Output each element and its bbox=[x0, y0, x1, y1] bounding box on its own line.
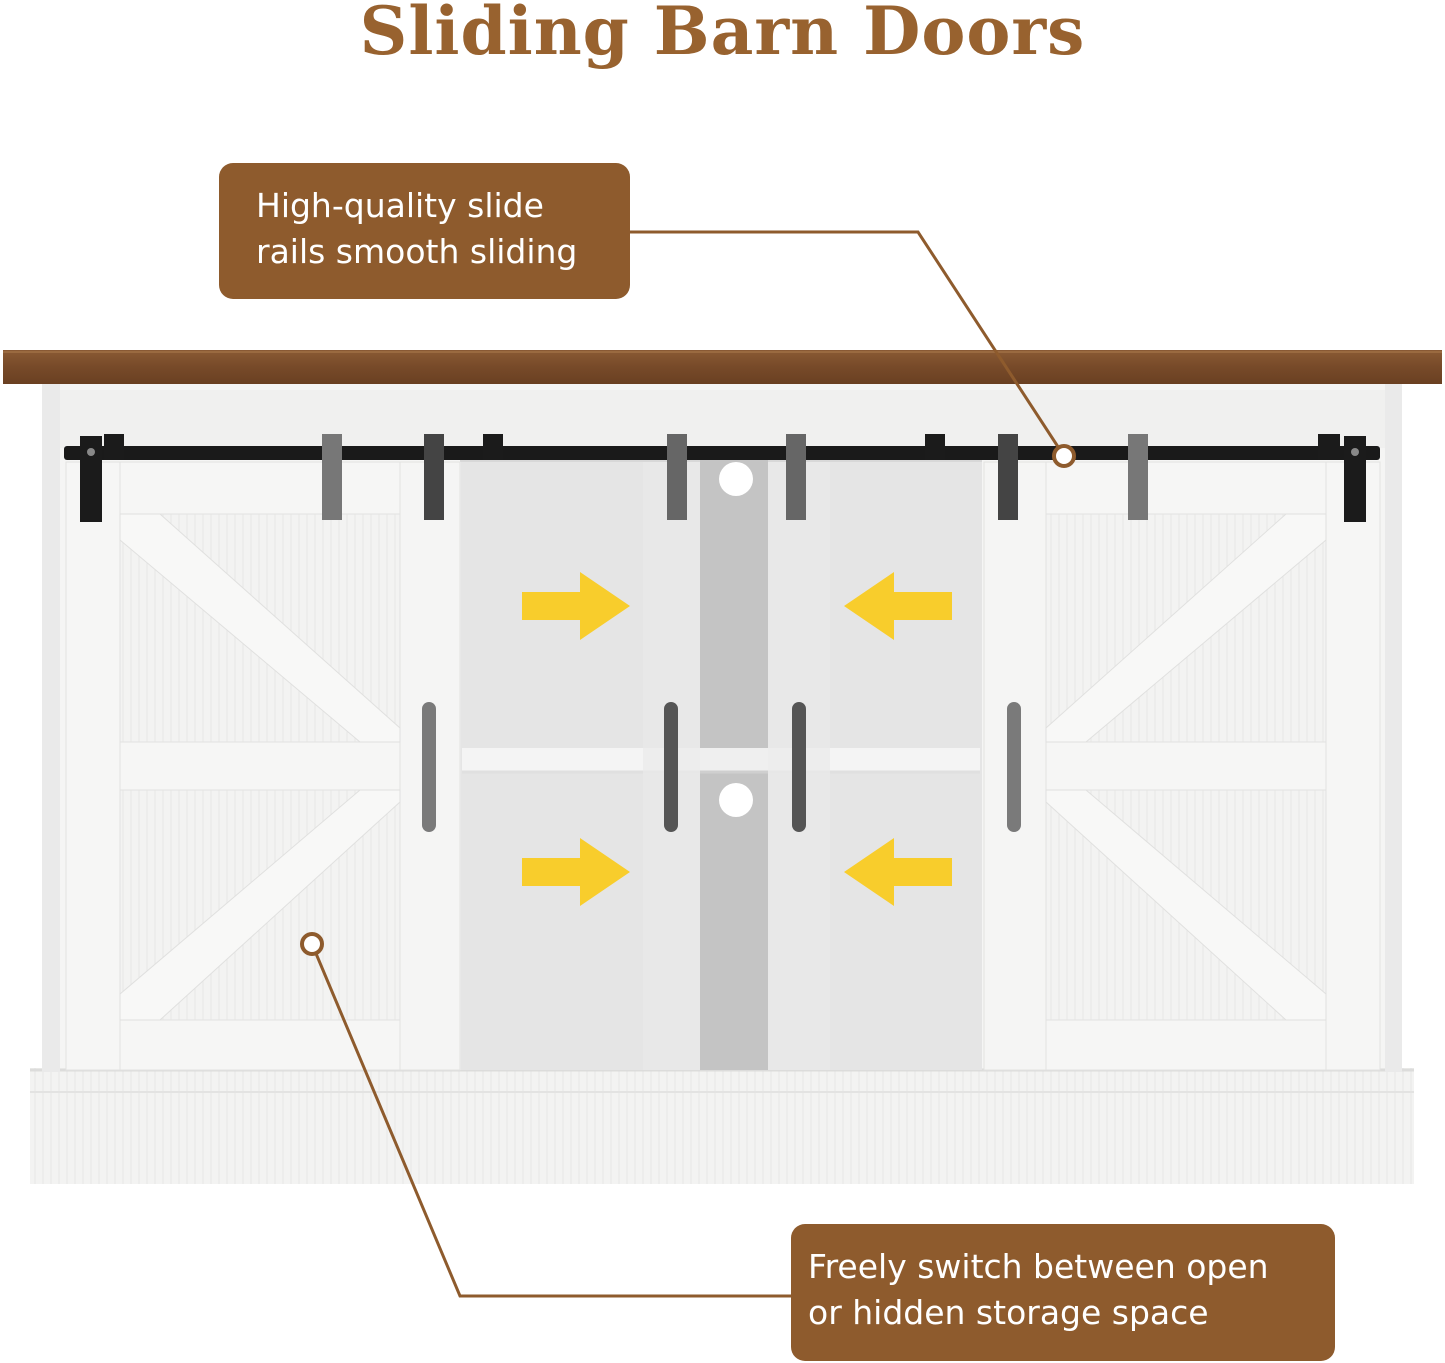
right-barn-door bbox=[983, 461, 1381, 1071]
page-title: Sliding Barn Doors bbox=[359, 0, 1086, 70]
pointer-dot-icon bbox=[1052, 444, 1076, 468]
callout-bottom-line2: or hidden storage space bbox=[808, 1293, 1209, 1332]
left-barn-door bbox=[65, 461, 461, 1071]
callout-bottom-line1: Freely switch between open bbox=[808, 1247, 1269, 1286]
slide-rail-icon bbox=[64, 434, 1380, 522]
cabinet-base bbox=[30, 1068, 1414, 1184]
leader-line-top bbox=[630, 230, 1066, 457]
wood-top bbox=[3, 350, 1442, 384]
callout-top-line1: High-quality slide bbox=[256, 186, 544, 225]
callout-top-line2: rails smooth sliding bbox=[256, 232, 578, 271]
pointer-dot-icon bbox=[300, 932, 324, 956]
callout-storage-space: Freely switch between open or hidden sto… bbox=[791, 1224, 1335, 1361]
callout-slide-rails: High-quality slide rails smooth sliding bbox=[219, 163, 630, 299]
leader-line-bottom bbox=[310, 943, 791, 1298]
